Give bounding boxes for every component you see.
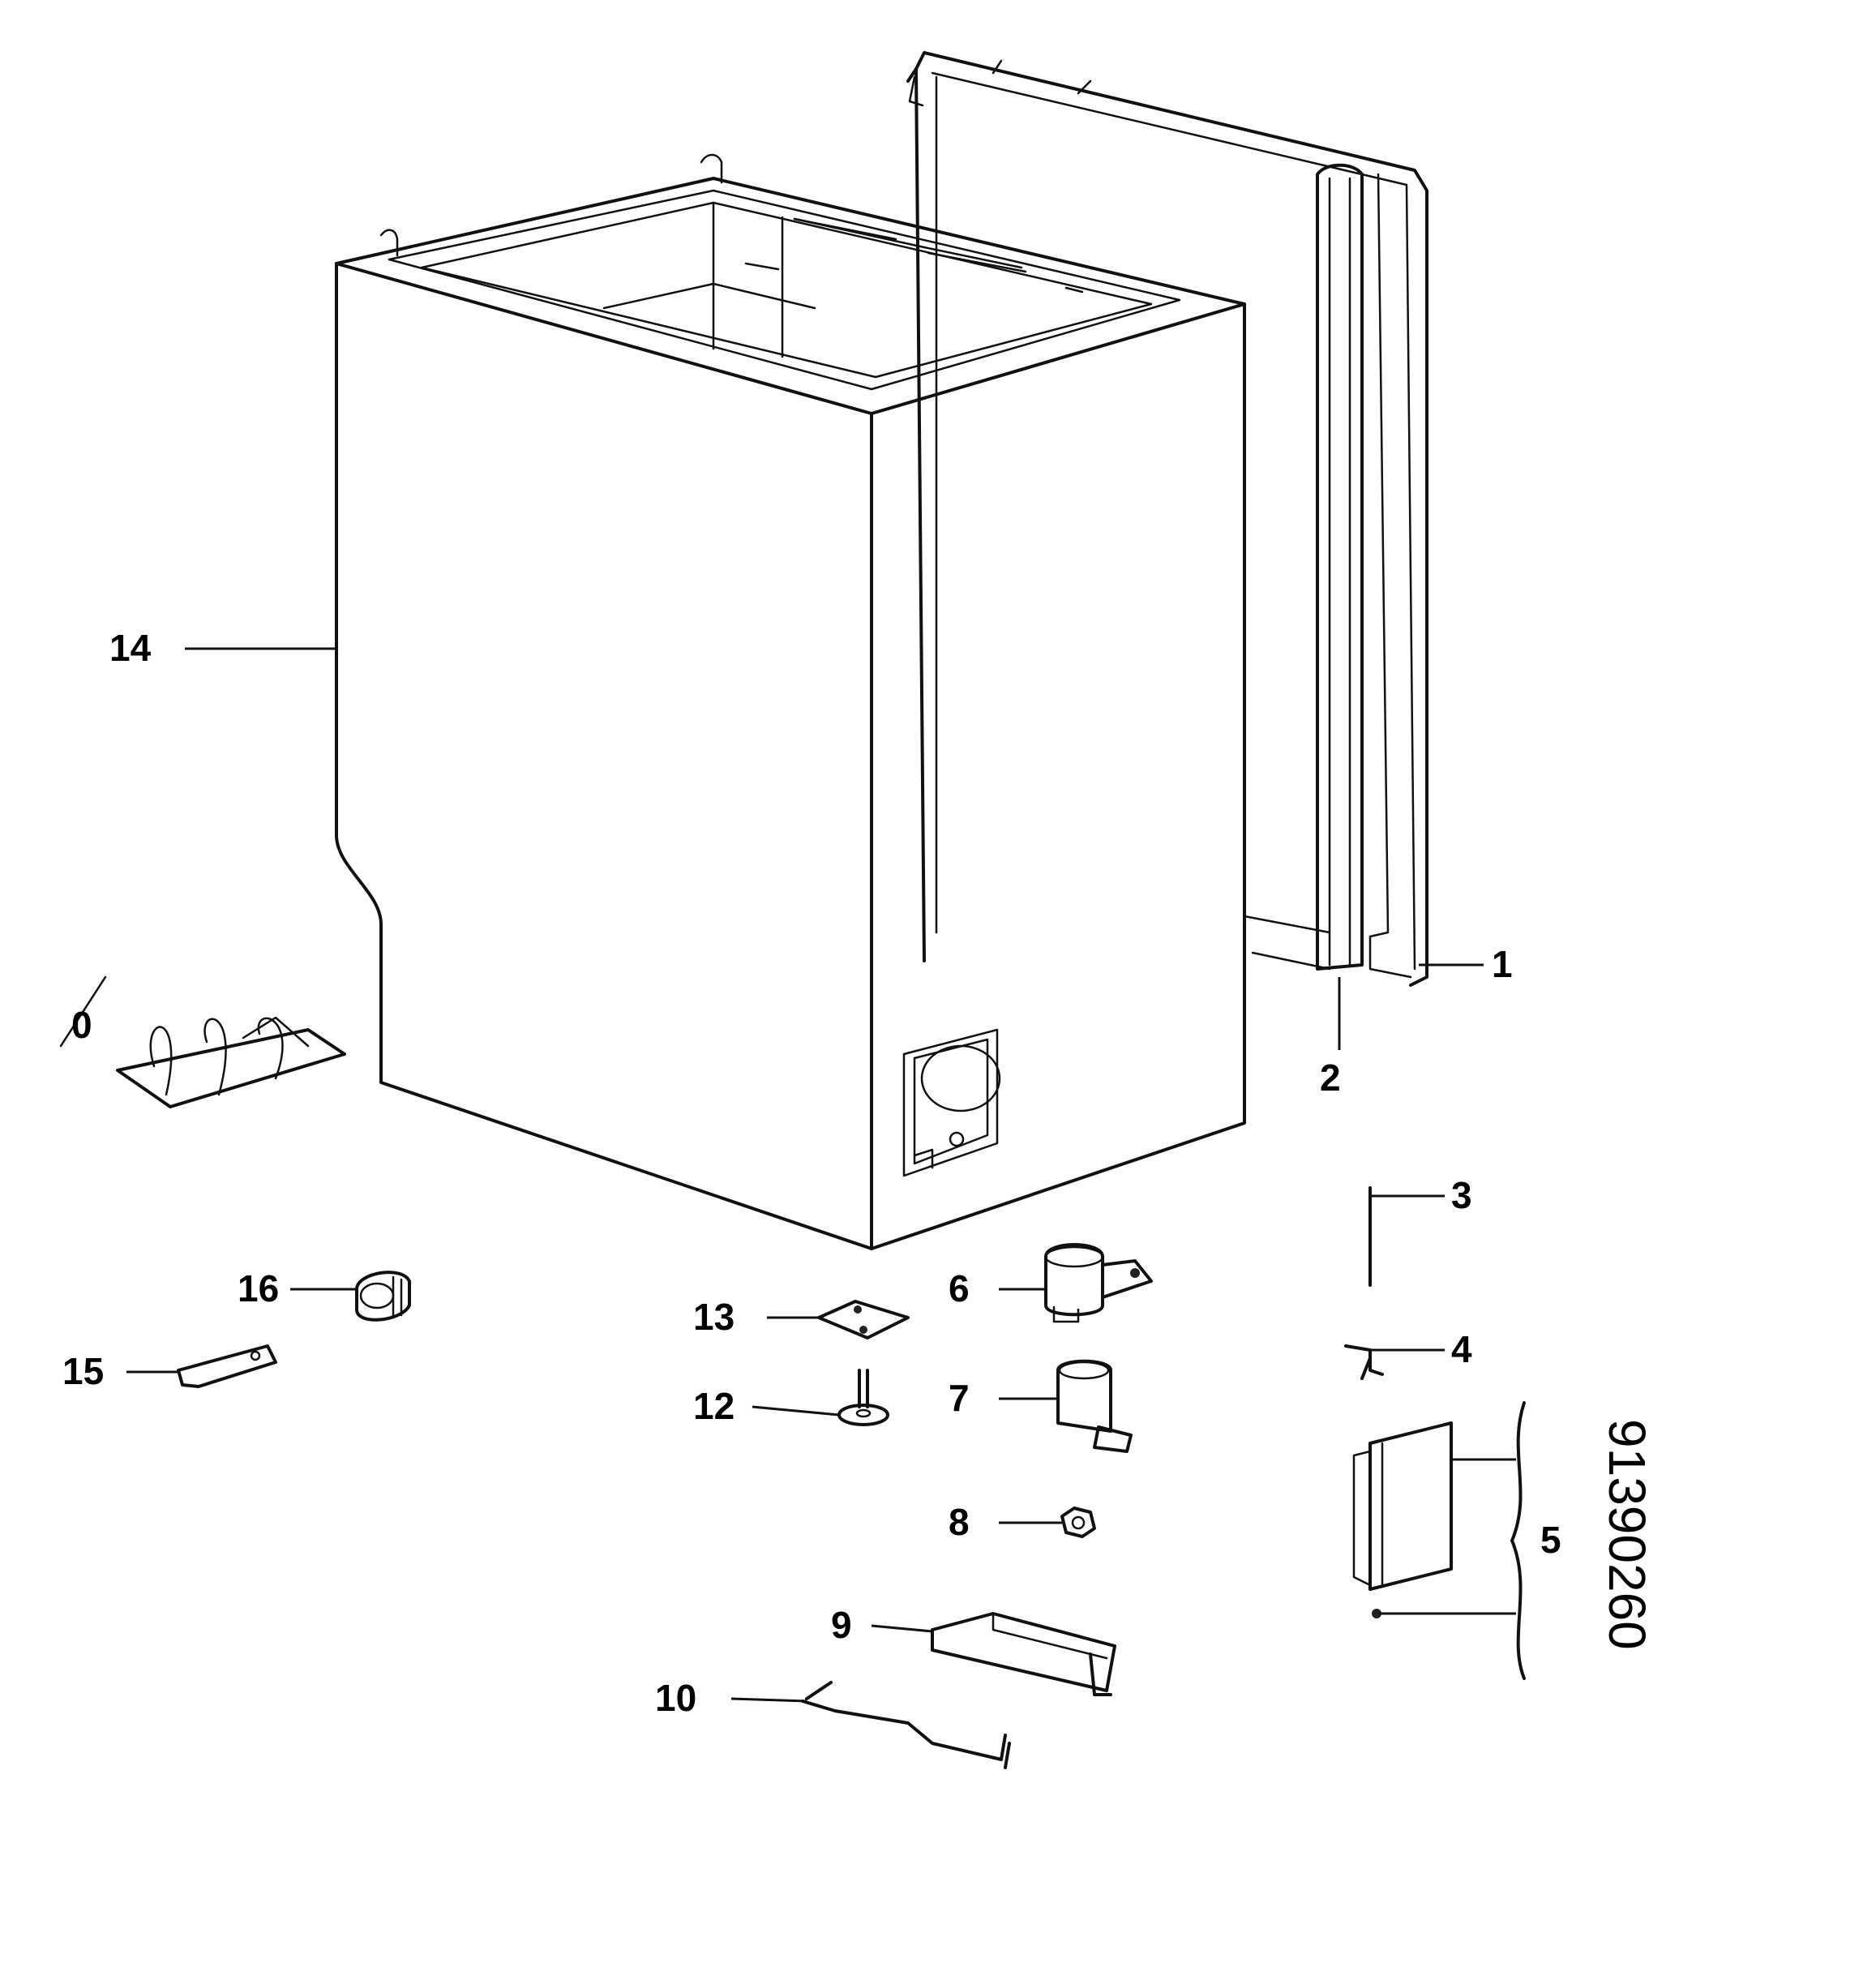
part-1-door [906,51,1428,987]
part-14-cabinet [335,153,1246,1250]
callout-1: 1 [1492,943,1513,985]
callout-14: 14 [109,627,152,669]
part-10-wire-link [801,1681,1011,1769]
part-6-hinge [1044,1243,1153,1323]
callout-4: 4 [1451,1328,1472,1370]
callout-8: 8 [949,1501,970,1543]
leader-lines [126,647,1516,1703]
part-4-clip [1344,1344,1384,1380]
part-9-bracket [931,1612,1116,1696]
part-12-screw [837,1369,889,1426]
part-0-heating-element [59,975,346,1108]
callout-12: 12 [693,1385,735,1427]
callout-3: 3 [1451,1174,1472,1216]
callout-0: 0 [71,1004,92,1046]
callout-labels: 14 1 2 3 4 5 6 7 8 9 10 12 13 16 15 0 [62,627,1561,1719]
part-13-hinge-plate [817,1300,910,1339]
callout-9: 9 [831,1604,852,1646]
callout-6: 6 [949,1267,970,1309]
part-15-latch [177,1344,277,1388]
callout-13: 13 [693,1296,735,1338]
callout-10: 10 [655,1677,696,1719]
part-5-vent-cover [1352,1401,1526,1680]
part-7-hinge-bracket [1056,1359,1133,1453]
document-code: 91390260 [1598,1419,1656,1650]
callout-2: 2 [1320,1057,1341,1099]
part-2-seal-strip [1316,163,1364,971]
part-8-nut [1060,1507,1096,1538]
callout-16: 16 [238,1267,279,1309]
callout-5: 5 [1540,1519,1561,1561]
part-16-knob [355,1271,411,1322]
callout-15: 15 [62,1350,104,1392]
callout-7: 7 [949,1377,970,1419]
